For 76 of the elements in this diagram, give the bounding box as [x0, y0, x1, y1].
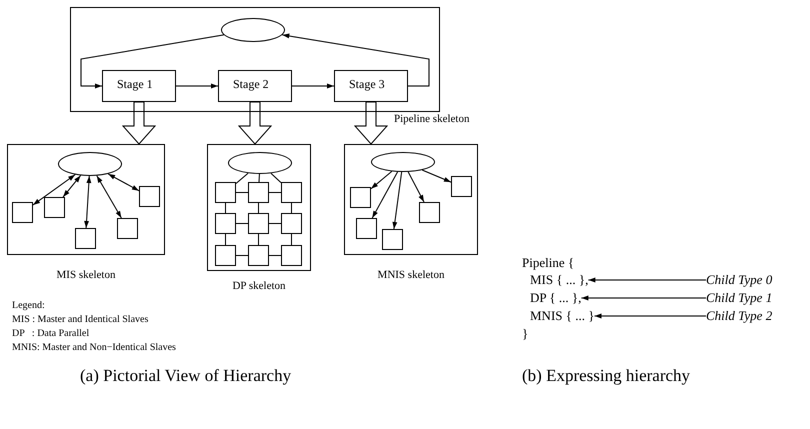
worker-square: [75, 228, 96, 249]
arrow: [408, 171, 424, 202]
stage-box: Stage 3: [334, 70, 408, 102]
connector-line: [270, 172, 282, 184]
stage-box: Stage 1: [102, 70, 176, 102]
connector-line: [258, 202, 259, 214]
worker-square: [215, 182, 236, 203]
arrow: [292, 84, 334, 88]
worker-square: [281, 182, 302, 203]
skeleton-caption: MNIS skeleton: [378, 269, 444, 281]
connector-line: [268, 255, 282, 256]
connector-line: [236, 172, 249, 184]
arrow: [588, 278, 706, 282]
worker-square: [215, 245, 236, 266]
connector-line: [225, 202, 226, 214]
arrow: [372, 171, 398, 218]
worker-square: [248, 245, 269, 266]
annotation-text: Child Type 0: [706, 272, 772, 288]
code-line: MIS { ... },: [530, 272, 588, 288]
worker-square: [281, 245, 302, 266]
worker-square: [451, 176, 472, 197]
arrow: [580, 296, 706, 300]
block-arrow: [122, 102, 156, 145]
code-line: Pipeline {: [522, 255, 574, 271]
worker-square: [419, 202, 440, 223]
worker-square: [139, 186, 160, 207]
connector-line: [225, 234, 226, 246]
skeleton-caption: Pipeline skeleton: [394, 113, 470, 125]
connector-line: [236, 255, 248, 256]
arrow: [108, 173, 140, 192]
connector-line: [291, 234, 292, 246]
arrow: [392, 172, 402, 230]
subfigure-caption: (b) Expressing hierarchy: [522, 366, 690, 386]
connector-line: [236, 223, 248, 224]
connector-line: [268, 223, 282, 224]
connector-line: [236, 192, 248, 193]
connector-line: [268, 192, 282, 193]
stage-box: Stage 2: [218, 70, 292, 102]
skeleton-caption: MIS skeleton: [56, 269, 116, 281]
arrow: [422, 170, 452, 183]
worker-square: [44, 197, 65, 218]
worker-square: [12, 202, 33, 223]
worker-square: [215, 213, 236, 234]
arrow: [84, 176, 92, 228]
annotation-text: Child Type 1: [706, 290, 772, 306]
worker-square: [281, 213, 302, 234]
arrow: [32, 174, 76, 206]
skeleton-caption: DP skeleton: [232, 280, 286, 292]
arrow: [96, 175, 122, 218]
worker-square: [248, 213, 269, 234]
block-arrow: [238, 102, 272, 145]
legend-text: MNIS: Master and Non−Identical Slaves: [12, 342, 176, 353]
worker-square: [117, 218, 138, 239]
connector-line: [291, 202, 292, 214]
arrow: [370, 170, 392, 190]
arrow: [282, 34, 430, 86]
connector-line: [258, 234, 259, 246]
arrow: [594, 314, 706, 318]
block-arrow: [354, 102, 388, 145]
legend-text: DP : Data Parallel: [12, 328, 90, 339]
code-line: }: [522, 326, 528, 342]
code-line: DP { ... },: [530, 290, 582, 306]
annotation-text: Child Type 2: [706, 308, 772, 324]
arrow: [176, 84, 218, 88]
ellipse-shape: [221, 18, 285, 42]
subfigure-caption: (a) Pictorial View of Hierarchy: [80, 366, 292, 386]
worker-square: [248, 182, 269, 203]
arrow: [62, 174, 82, 198]
arrow: [80, 34, 224, 88]
code-line: MNIS { ... }: [530, 308, 594, 324]
legend-text: MIS : Master and Identical Slaves: [12, 314, 148, 325]
worker-square: [356, 218, 377, 239]
legend-text: Legend:: [12, 300, 45, 311]
connector-line: [258, 174, 260, 182]
worker-square: [382, 229, 403, 250]
worker-square: [350, 187, 371, 208]
